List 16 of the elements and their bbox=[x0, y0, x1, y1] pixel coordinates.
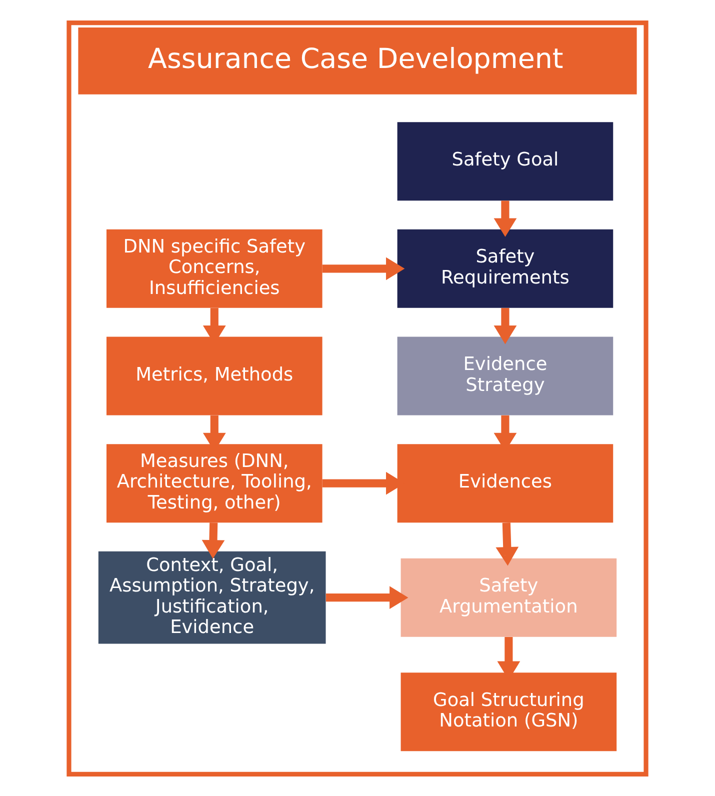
node-box: Metrics, Methods bbox=[106, 336, 322, 415]
node-box: Evidence Strategy bbox=[397, 336, 614, 415]
node-box: Evidences bbox=[397, 444, 614, 522]
arrow bbox=[494, 308, 517, 344]
arrow bbox=[326, 586, 408, 609]
node-box: Context, Goal, Assumption, Strategy, Justification, Evidence bbox=[98, 550, 326, 644]
node-box: Safety Requirements bbox=[397, 228, 614, 308]
arrow bbox=[322, 256, 405, 280]
node-box: Measures (DNN, Architecture, Tooling, Testing, other) bbox=[106, 444, 322, 522]
node-box: Goal Structuring Notation (GSN) bbox=[400, 672, 617, 751]
node-box: Safety Argumentation bbox=[400, 558, 617, 636]
node-box: Safety Goal bbox=[397, 122, 614, 200]
arrow bbox=[494, 200, 517, 236]
arrow bbox=[496, 522, 519, 566]
node-box: DNN specific Safety Concerns, Insufficiencies bbox=[106, 228, 322, 308]
arrow bbox=[202, 522, 225, 558]
